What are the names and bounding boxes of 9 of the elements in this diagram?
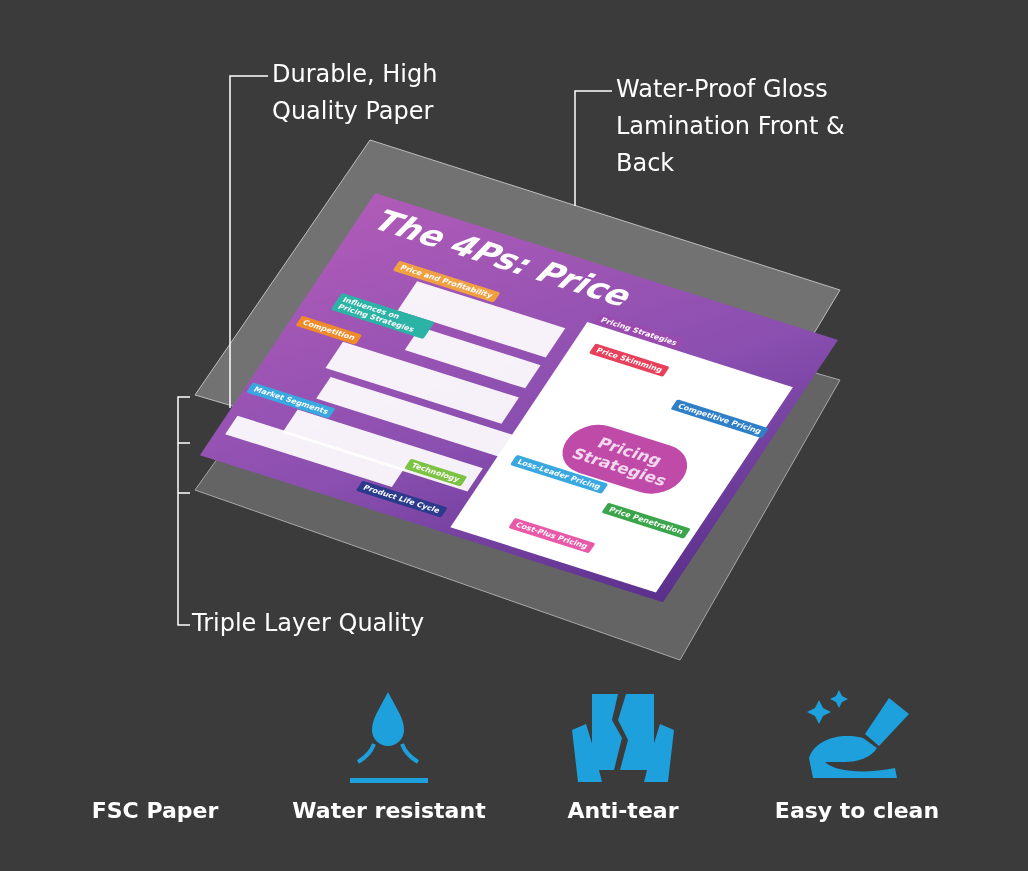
leader-line (574, 90, 613, 207)
feature-label: Water resistant (291, 798, 487, 823)
feature-label: FSC Paper (90, 798, 220, 823)
feature-label: Anti-tear (566, 798, 680, 823)
bracket-label: Triple Layer Quality (192, 608, 425, 639)
leader-line (229, 75, 269, 409)
callout-text: Durable, High Quality Paper (272, 56, 462, 130)
feature-label: Easy to clean (773, 798, 941, 823)
callout-text: Water-Proof Gloss Lamination Front & Back (616, 71, 856, 182)
